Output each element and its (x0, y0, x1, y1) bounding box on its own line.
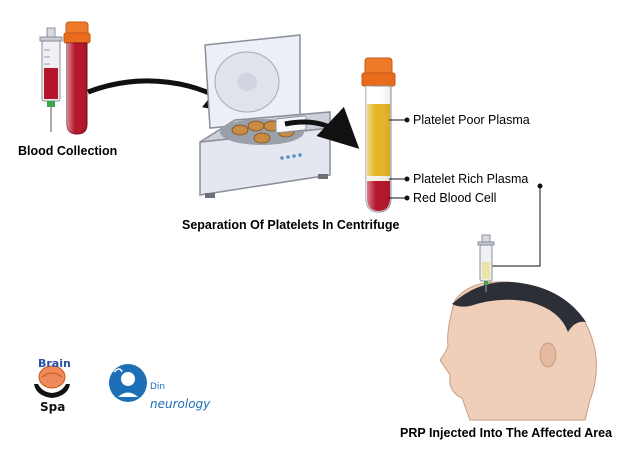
centrifuge-label: Separation Of Platelets In Centrifuge (182, 218, 400, 232)
injection-label: PRP Injected Into The Affected Area (400, 426, 613, 440)
arrow-to-separated-tube (284, 106, 360, 149)
syringe-icon (39, 27, 63, 132)
din-neurology-logo (109, 364, 147, 402)
prp-line-dot (537, 183, 543, 189)
prp-label: Platelet Rich Plasma (413, 172, 529, 186)
brain-spa-logo-bottom-text: Spa (40, 400, 66, 414)
head-icon (439, 281, 597, 421)
brain-spa-logo-top-text: Brain (38, 357, 71, 370)
separated-tube-icon (361, 57, 396, 213)
rbc-label: Red Blood Cell (413, 191, 497, 205)
din-logo-bottom-text: neurology (150, 397, 211, 411)
din-logo-top-text: Din (150, 382, 166, 392)
blood-collection-label: Blood Collection (18, 144, 118, 158)
brain-spa-logo (34, 365, 70, 398)
ppp-label: Platelet Poor Plasma (413, 113, 530, 127)
blood-tube-icon (63, 21, 91, 135)
leader-dots (404, 117, 410, 201)
prp-to-injection-line (492, 184, 541, 267)
leader-lines (389, 119, 406, 199)
centrifuge-icon (199, 34, 331, 198)
injection-syringe-icon (477, 234, 495, 292)
